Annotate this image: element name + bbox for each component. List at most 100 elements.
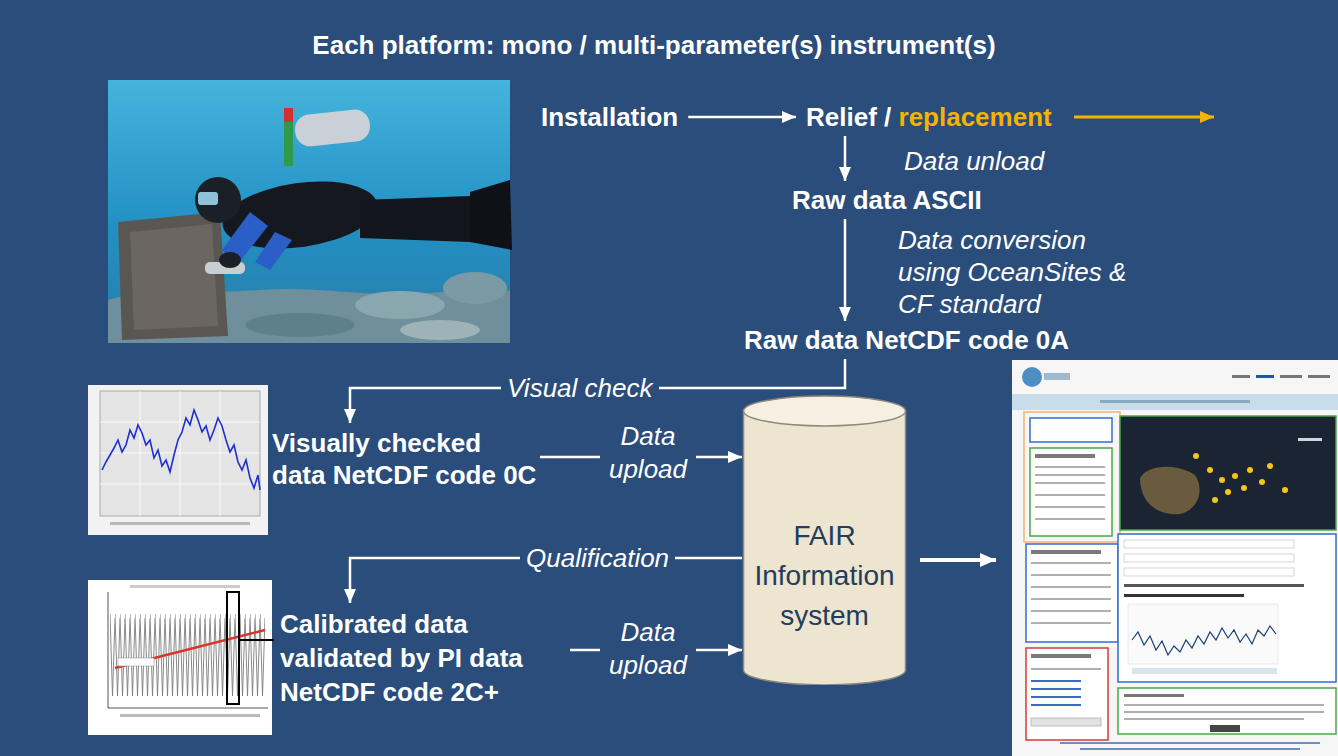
web-portal-screenshot bbox=[1193, 453, 1199, 459]
web-portal-screenshot bbox=[1035, 474, 1105, 476]
web-portal-screenshot bbox=[1030, 418, 1112, 442]
diver-photo bbox=[294, 108, 372, 148]
web-portal-screenshot bbox=[1031, 622, 1111, 624]
web-portal-screenshot bbox=[1012, 360, 1338, 756]
web-portal-screenshot bbox=[1232, 375, 1250, 378]
edge-label-box: Visual check bbox=[501, 372, 659, 404]
web-portal-screenshot bbox=[1207, 467, 1213, 473]
web-portal-screenshot bbox=[1132, 626, 1276, 655]
web-portal-screenshot bbox=[1298, 438, 1322, 441]
web-portal-screenshot bbox=[1026, 544, 1118, 642]
web-portal-screenshot bbox=[1132, 668, 1277, 674]
calibration-chart bbox=[115, 630, 265, 668]
calibration-chart bbox=[118, 658, 154, 666]
web-portal-screenshot bbox=[1031, 696, 1081, 698]
edge-label: Data unload bbox=[904, 145, 1044, 177]
web-portal-screenshot bbox=[1031, 704, 1081, 706]
process-step: Installation bbox=[531, 98, 688, 136]
node-text: Calibrated data validated by PI data Net… bbox=[280, 607, 570, 709]
diver-photo bbox=[130, 224, 218, 330]
diagram-title: Each platform: mono / multi-parameter(s)… bbox=[312, 30, 995, 60]
diver-photo bbox=[108, 80, 510, 343]
time-series-chart bbox=[100, 391, 260, 516]
web-portal-screenshot bbox=[1118, 688, 1336, 734]
flow-arrow bbox=[844, 136, 847, 181]
web-portal-screenshot bbox=[1267, 463, 1273, 469]
web-portal-screenshot bbox=[1210, 725, 1240, 732]
web-portal-screenshot bbox=[1128, 604, 1278, 664]
time-series-chart bbox=[102, 410, 260, 490]
diver-photo bbox=[198, 192, 218, 205]
calibration-chart bbox=[110, 596, 265, 706]
web-portal-screenshot bbox=[1060, 742, 1320, 744]
web-portal-screenshot bbox=[1012, 360, 1338, 756]
web-portal-screenshot bbox=[1022, 367, 1042, 387]
node-text: replacement bbox=[899, 102, 1052, 132]
data-state: Visually checked data NetCDF code 0C bbox=[272, 423, 540, 495]
database-cylinder: FAIR Information system bbox=[742, 395, 907, 685]
diver-photo bbox=[470, 180, 512, 250]
web-portal-screenshot bbox=[1031, 610, 1111, 612]
web-portal-screenshot bbox=[1044, 373, 1070, 380]
web-portal-screenshot bbox=[1035, 482, 1105, 484]
web-portal-screenshot bbox=[1030, 448, 1112, 536]
data-state: Raw data NetCDF code 0A bbox=[734, 321, 1079, 359]
static-arrows bbox=[920, 558, 996, 562]
edge-label-box: Data unload bbox=[898, 145, 1050, 177]
time-series-chart bbox=[88, 385, 268, 535]
edge-label: Data upload bbox=[606, 420, 690, 486]
web-portal-screenshot bbox=[1124, 568, 1294, 576]
web-portal-screenshot bbox=[1212, 497, 1218, 503]
web-portal-screenshot bbox=[1124, 594, 1244, 597]
diver-photo bbox=[108, 80, 512, 343]
web-portal-screenshot bbox=[1124, 584, 1304, 587]
calibration-chart bbox=[239, 639, 274, 641]
database-label: FAIR Information system bbox=[750, 516, 899, 636]
node-text: Raw data ASCII bbox=[792, 185, 982, 215]
data-state: Raw data ASCII bbox=[782, 181, 992, 219]
flow-arrow bbox=[688, 116, 796, 119]
web-portal-screenshot bbox=[1140, 467, 1200, 514]
diver-photo bbox=[195, 177, 241, 223]
process-step: Relief / replacement bbox=[796, 98, 1062, 136]
web-portal-screenshot bbox=[1080, 748, 1300, 750]
web-portal-screenshot bbox=[1124, 704, 1324, 706]
web-portal-screenshot bbox=[1024, 412, 1120, 542]
cylinder-body bbox=[744, 410, 906, 685]
diver-photo bbox=[255, 232, 292, 270]
time-series-chart bbox=[110, 522, 250, 525]
web-portal-screenshot bbox=[1124, 540, 1294, 548]
web-portal-screenshot bbox=[1219, 477, 1225, 483]
node-text: Raw data NetCDF code 0A bbox=[744, 325, 1069, 355]
web-portal-screenshot bbox=[1124, 718, 1304, 720]
web-portal-screenshot bbox=[1031, 574, 1111, 576]
web-portal-screenshot bbox=[1308, 375, 1330, 378]
diver-photo bbox=[219, 252, 241, 268]
static-arrows bbox=[1074, 116, 1214, 119]
diver-photo bbox=[400, 320, 480, 340]
diver-photo bbox=[355, 291, 445, 319]
node-text: Relief / bbox=[806, 102, 891, 132]
web-portal-screenshot bbox=[1280, 375, 1302, 378]
web-portal-screenshot bbox=[1259, 479, 1265, 485]
cylinder-top bbox=[744, 396, 906, 426]
web-portal-screenshot bbox=[1124, 554, 1294, 562]
web-portal-screenshot bbox=[1241, 485, 1247, 491]
diver-photo bbox=[284, 108, 293, 166]
web-portal-screenshot bbox=[1124, 711, 1324, 713]
title-box: Each platform: mono / multi-parameter(s)… bbox=[0, 30, 1308, 60]
edge-label-box: Data upload bbox=[600, 420, 696, 486]
web-portal-screenshot bbox=[1012, 394, 1338, 410]
web-portal-screenshot bbox=[1031, 680, 1081, 682]
web-portal-screenshot bbox=[1035, 466, 1105, 468]
web-portal-screenshot bbox=[1031, 654, 1091, 658]
edge-label: Data upload bbox=[606, 616, 690, 682]
edge-label: Qualification bbox=[526, 542, 669, 574]
time-series-chart bbox=[100, 391, 260, 516]
flow-arrow bbox=[844, 219, 847, 321]
edge-label-box: Qualification bbox=[520, 542, 675, 574]
web-portal-screenshot bbox=[1247, 467, 1253, 473]
web-portal-screenshot bbox=[1100, 400, 1250, 403]
time-series-chart bbox=[88, 385, 268, 535]
